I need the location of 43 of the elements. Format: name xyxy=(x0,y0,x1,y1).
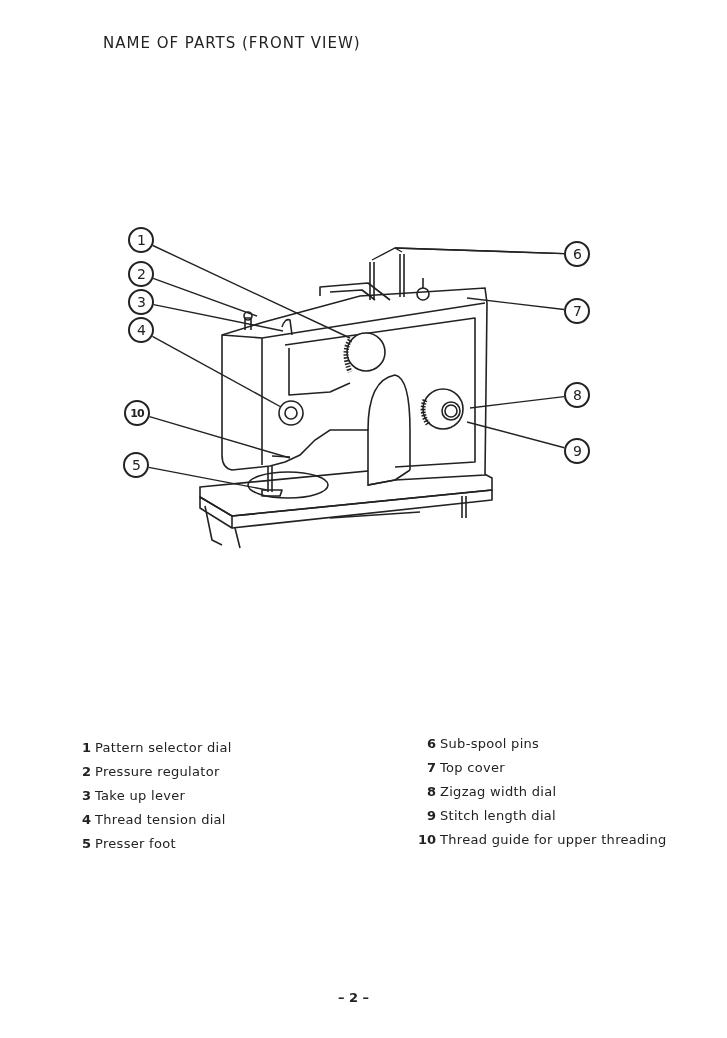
leader-line xyxy=(151,335,282,408)
callout-number: 10 xyxy=(124,400,150,426)
part-name: Take up lever xyxy=(95,788,186,803)
callout-number: 4 xyxy=(128,317,154,343)
part-number: 1 xyxy=(80,740,91,755)
callout-number: 8 xyxy=(564,382,590,408)
part-number: 5 xyxy=(80,836,91,851)
page-title: NAME OF PARTS (FRONT VIEW) xyxy=(103,34,361,52)
callout-number: 1 xyxy=(128,227,154,253)
part-name: Thread tension dial xyxy=(95,812,226,827)
part-name: Presser foot xyxy=(95,836,176,851)
part-name: Thread guide for upper threading xyxy=(440,832,667,847)
part-number: 7 xyxy=(425,760,436,775)
leader-line xyxy=(466,421,566,449)
callout-number: 7 xyxy=(564,298,590,324)
sewing-machine-drawing xyxy=(199,253,493,549)
part-number: 6 xyxy=(425,736,436,751)
callout-number: 9 xyxy=(564,438,590,464)
callout-number: 2 xyxy=(128,261,154,287)
leader-line xyxy=(466,297,565,311)
part-number: 10 xyxy=(416,832,436,847)
leader-line xyxy=(152,244,351,339)
part-number: 4 xyxy=(80,812,91,827)
part-name: Top cover xyxy=(440,760,505,775)
part-number: 8 xyxy=(425,784,436,799)
leader-line xyxy=(469,395,565,409)
leader-line xyxy=(152,277,258,317)
leader-line xyxy=(148,416,291,459)
part-name: Stitch length dial xyxy=(440,808,556,823)
part-number: 3 xyxy=(80,788,91,803)
leader-line xyxy=(153,303,284,332)
part-number: 2 xyxy=(80,764,91,779)
part-name: Pattern selector dial xyxy=(95,740,232,755)
callout-number: 6 xyxy=(564,241,590,267)
leader-line xyxy=(148,466,268,491)
part-name: Sub-spool pins xyxy=(440,736,540,751)
leader-line xyxy=(394,247,565,255)
page-number: – 2 – xyxy=(338,990,370,1005)
part-name: Zigzag width dial xyxy=(440,784,557,799)
callout-number: 5 xyxy=(123,452,149,478)
part-name: Pressure regulator xyxy=(95,764,220,779)
callout-number: 3 xyxy=(128,289,154,315)
part-number: 9 xyxy=(425,808,436,823)
